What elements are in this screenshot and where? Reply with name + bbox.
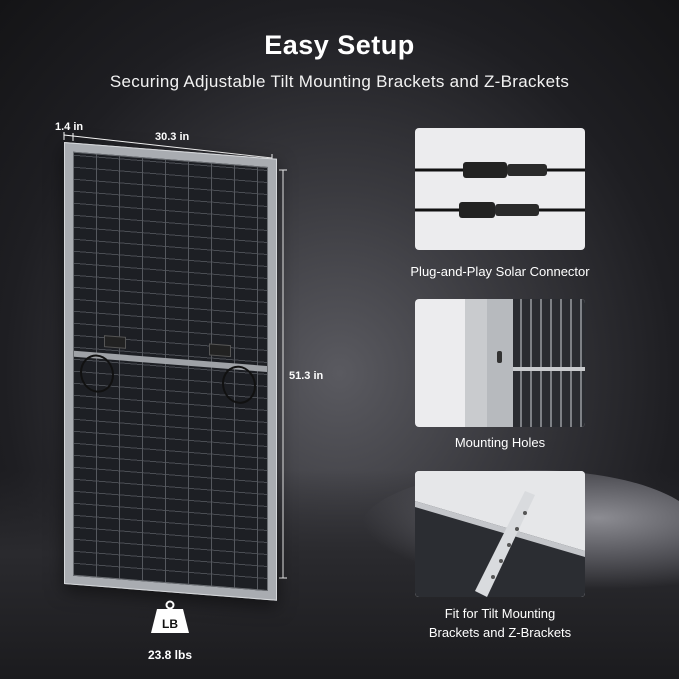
page-title: Easy Setup: [264, 30, 415, 60]
width-label: 30.3 in: [155, 131, 190, 143]
mounting-holes-label: Mounting Holes: [454, 435, 546, 450]
solar-panel: [64, 142, 277, 601]
junction-box-left: [104, 335, 126, 349]
weight-value: 23.8 lbs: [147, 648, 193, 662]
weight-icon-label: LB: [162, 617, 178, 631]
weight-icon: [151, 600, 189, 633]
mounting-holes-photo: [415, 299, 585, 427]
bracket-label-line1: Fit for Tilt Mounting: [444, 606, 556, 621]
page-subtitle: Securing Adjustable Tilt Mounting Bracke…: [109, 72, 570, 91]
solar-cells: [73, 151, 268, 592]
height-label: 51.3 in: [289, 370, 324, 382]
thickness-label: 1.4 in: [55, 121, 84, 133]
connector-label: Plug-and-Play Solar Connector: [410, 264, 590, 279]
junction-box-right: [209, 343, 231, 358]
connector-photo: [415, 128, 585, 250]
bracket-photo: [415, 471, 585, 597]
bracket-label-line2: Brackets and Z-Brackets: [428, 625, 572, 640]
